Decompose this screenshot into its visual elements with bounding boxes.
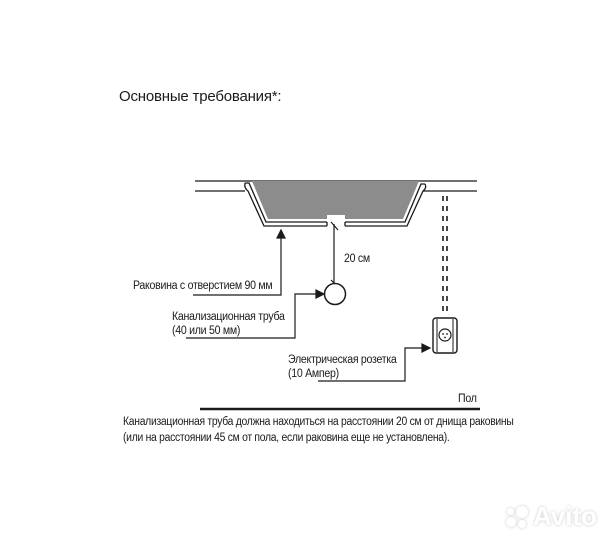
floor-label: Пол xyxy=(458,393,477,405)
socket-leader xyxy=(318,343,432,382)
page-title: Основные требования*: xyxy=(119,88,282,105)
socket-label-line2: (10 Ампер) xyxy=(288,368,339,380)
avito-watermark: Avito xyxy=(504,501,597,532)
sink-label: Раковина с отверстием 90 мм xyxy=(133,280,273,292)
avito-logo-icon xyxy=(504,505,530,529)
electrical-socket-icon xyxy=(432,317,458,354)
drain-pipe-label-line1: Канализационная труба xyxy=(172,311,285,323)
sink-leader xyxy=(193,228,286,296)
note-line-1: Канализационная труба должна находиться … xyxy=(123,416,514,428)
drain-leader xyxy=(186,289,326,339)
watermark-text: Avito xyxy=(532,501,597,531)
distance-label: 20 см xyxy=(344,253,370,265)
drain-pipe-icon xyxy=(323,282,347,306)
dimension-line xyxy=(330,224,338,287)
drain-pipe-label-line2: (40 или 50 мм) xyxy=(172,325,241,337)
note-line-2: (или на расстоянии 45 см от пола, если р… xyxy=(123,432,450,444)
cable-dashed xyxy=(442,196,448,314)
sink-basin xyxy=(244,181,427,231)
socket-label-line1: Электрическая розетка xyxy=(288,354,397,366)
